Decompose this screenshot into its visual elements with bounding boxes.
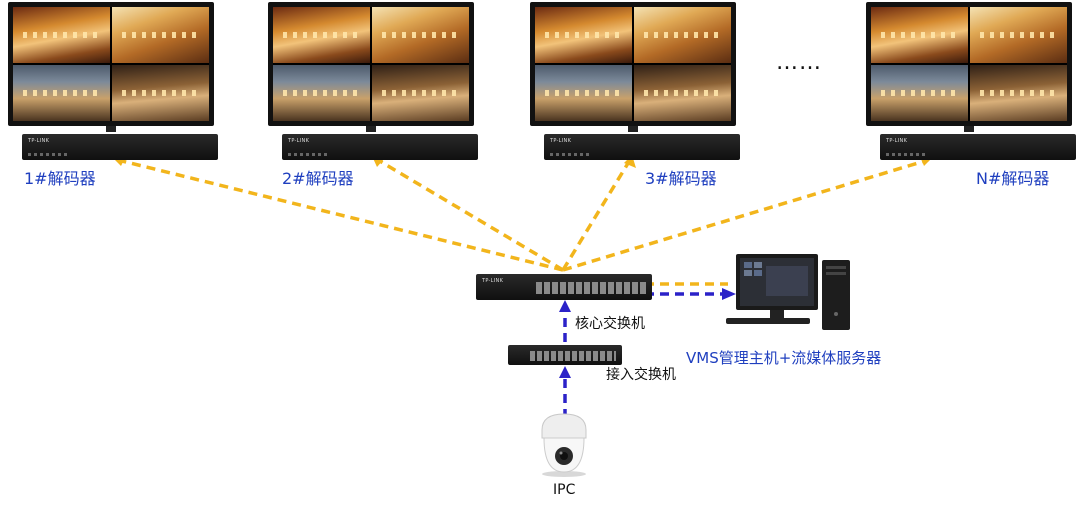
- more-decoders-ellipsis: ……: [776, 50, 822, 75]
- core-switch-device: TP-LINK: [476, 274, 652, 300]
- arrow-head-core: [559, 300, 571, 312]
- core-switch-label: 核心交换机: [575, 316, 645, 332]
- access-switch-device: [508, 345, 622, 365]
- link-core-to-decoder-3: [561, 159, 632, 271]
- monitor-n: [866, 2, 1072, 132]
- link-core-to-decoder-1: [117, 158, 564, 272]
- vms-server-label: VMS管理主机+流媒体服务器: [686, 349, 882, 367]
- decoder-label-2: 2#解码器: [282, 169, 354, 188]
- decoder-device-n: TP-LINK: [880, 134, 1076, 160]
- decoder-device-2: TP-LINK: [282, 134, 478, 160]
- decoder-device-1: TP-LINK: [22, 134, 218, 160]
- decoder-label-1: 1#解码器: [24, 169, 96, 188]
- link-core-to-decoder-2: [377, 158, 564, 272]
- vms-computer-icon: [726, 254, 850, 330]
- decoder-label-n: N#解码器: [976, 169, 1050, 188]
- monitor-3: [530, 2, 736, 132]
- arrow-head-vms: [722, 288, 736, 300]
- arrow-head-access: [559, 366, 571, 378]
- decoder-label-3: 3#解码器: [645, 169, 717, 188]
- access-switch-label: 接入交换机: [606, 367, 676, 383]
- ipc-label: IPC: [553, 482, 576, 498]
- dome-camera-icon: [541, 413, 587, 477]
- monitor-1: [8, 2, 214, 132]
- link-core-to-decoder-n: [562, 158, 929, 272]
- monitor-2: [268, 2, 474, 132]
- decoder-device-3: TP-LINK: [544, 134, 740, 160]
